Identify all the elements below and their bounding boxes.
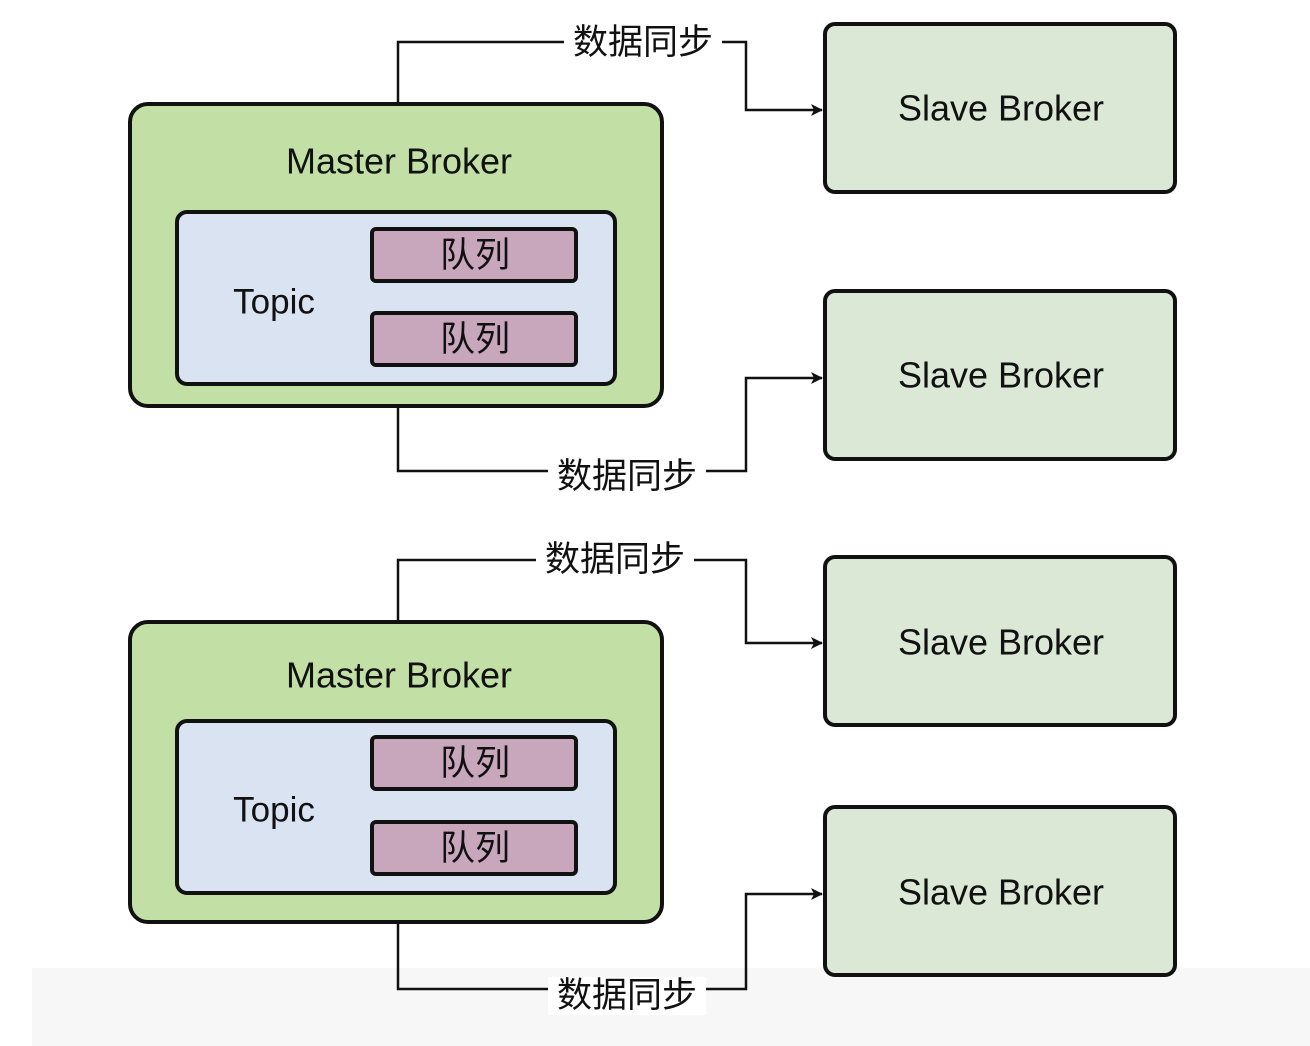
sync-label: 数据同步 (545, 540, 685, 580)
sync-connector-2-2 (396, 888, 823, 991)
queue-box[interactable] (370, 311, 578, 367)
topic-label: Topic (233, 790, 315, 829)
sync-connector-1-2 (396, 372, 823, 473)
queue-box[interactable] (370, 820, 578, 876)
queue-label: 队列 (440, 744, 510, 784)
slave-broker-box[interactable] (823, 289, 1177, 461)
sync-label: 数据同步 (557, 976, 697, 1016)
queue-label: 队列 (440, 236, 510, 276)
slave-broker-label: Slave Broker (898, 355, 1104, 396)
sync-connector-1-1 (396, 40, 823, 116)
sync-label: 数据同步 (557, 457, 697, 497)
slave-broker-box[interactable] (823, 555, 1177, 727)
queue-box[interactable] (370, 735, 578, 791)
queue-box[interactable] (370, 227, 578, 283)
slave-broker-label: Slave Broker (898, 872, 1104, 913)
sync-label: 数据同步 (573, 23, 713, 63)
broker-group-1: 数据同步 数据同步 Master Broker Topic 队列 队列 Slav… (128, 22, 1177, 497)
slave-broker-label: Slave Broker (898, 622, 1104, 663)
master-broker-title: Master Broker (286, 655, 512, 696)
broker-group-2: 数据同步 数据同步 Master Broker Topic 队列 队列 Slav… (128, 540, 1177, 1016)
slave-broker-label: Slave Broker (898, 88, 1104, 129)
topic-label: Topic (233, 282, 315, 321)
queue-label: 队列 (440, 829, 510, 869)
master-broker-title: Master Broker (286, 141, 512, 182)
slave-broker-box[interactable] (823, 22, 1177, 194)
slave-broker-box[interactable] (823, 805, 1177, 977)
queue-label: 队列 (440, 320, 510, 360)
sync-connector-2-1 (396, 558, 823, 649)
